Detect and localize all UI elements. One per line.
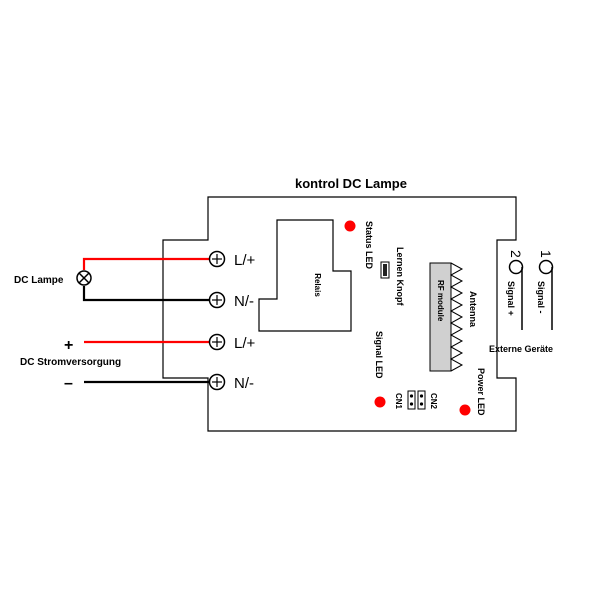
ext-terminal-1 <box>538 259 554 330</box>
plus-sign: + <box>64 337 73 354</box>
terminal-4-label: N/- <box>234 375 254 392</box>
lamp-symbol <box>76 270 92 286</box>
ext-terminal-2-number: 2 <box>508 250 524 258</box>
terminal-4: N/- <box>208 373 254 392</box>
signal-led <box>374 396 386 408</box>
terminal-3: L/+ <box>208 333 256 352</box>
dc-supply-label: DC Stromversorgung <box>20 357 121 368</box>
learn-button <box>380 261 390 279</box>
controller-board <box>162 196 517 432</box>
antenna-coil <box>449 262 464 372</box>
external-devices-label: Externe Geräte <box>489 344 553 354</box>
relay-block <box>258 219 352 332</box>
terminal-1-label: L/+ <box>234 252 256 269</box>
antenna-label: Antenna <box>468 291 478 328</box>
rf-module-label: RF module <box>436 280 445 322</box>
signal-led-label: Signal LED <box>374 331 384 379</box>
signal-minus-label: Signal - <box>536 281 546 314</box>
dc-lampe-label: DC Lampe <box>14 275 64 286</box>
wire-lamp-live <box>82 257 217 270</box>
power-led <box>459 404 471 416</box>
cn2-label: CN2 <box>429 393 438 410</box>
status-led <box>344 220 356 232</box>
terminal-2-label: N/- <box>234 293 254 310</box>
rf-module <box>429 262 452 372</box>
power-led-label: Power LED <box>476 368 486 416</box>
signal-plus-label: Signal + <box>506 281 516 316</box>
terminal-3-label: L/+ <box>234 335 256 352</box>
status-led-label: Status LED <box>364 221 374 270</box>
ext-terminal-1-number: 1 <box>538 250 554 258</box>
terminal-2: N/- <box>208 291 254 310</box>
learn-button-label: Lernen Knopf <box>395 247 405 306</box>
diagram-title: kontrol DC Lampe <box>295 176 407 191</box>
terminal-1: L/+ <box>208 250 256 269</box>
minus-sign: – <box>64 375 73 392</box>
wiring <box>82 257 217 384</box>
relay-label: Relais <box>313 273 322 297</box>
jumper-cn <box>407 390 426 410</box>
ext-terminal-2 <box>508 259 524 330</box>
wire-lamp-neutral <box>82 286 217 302</box>
cn1-label: CN1 <box>394 393 403 410</box>
